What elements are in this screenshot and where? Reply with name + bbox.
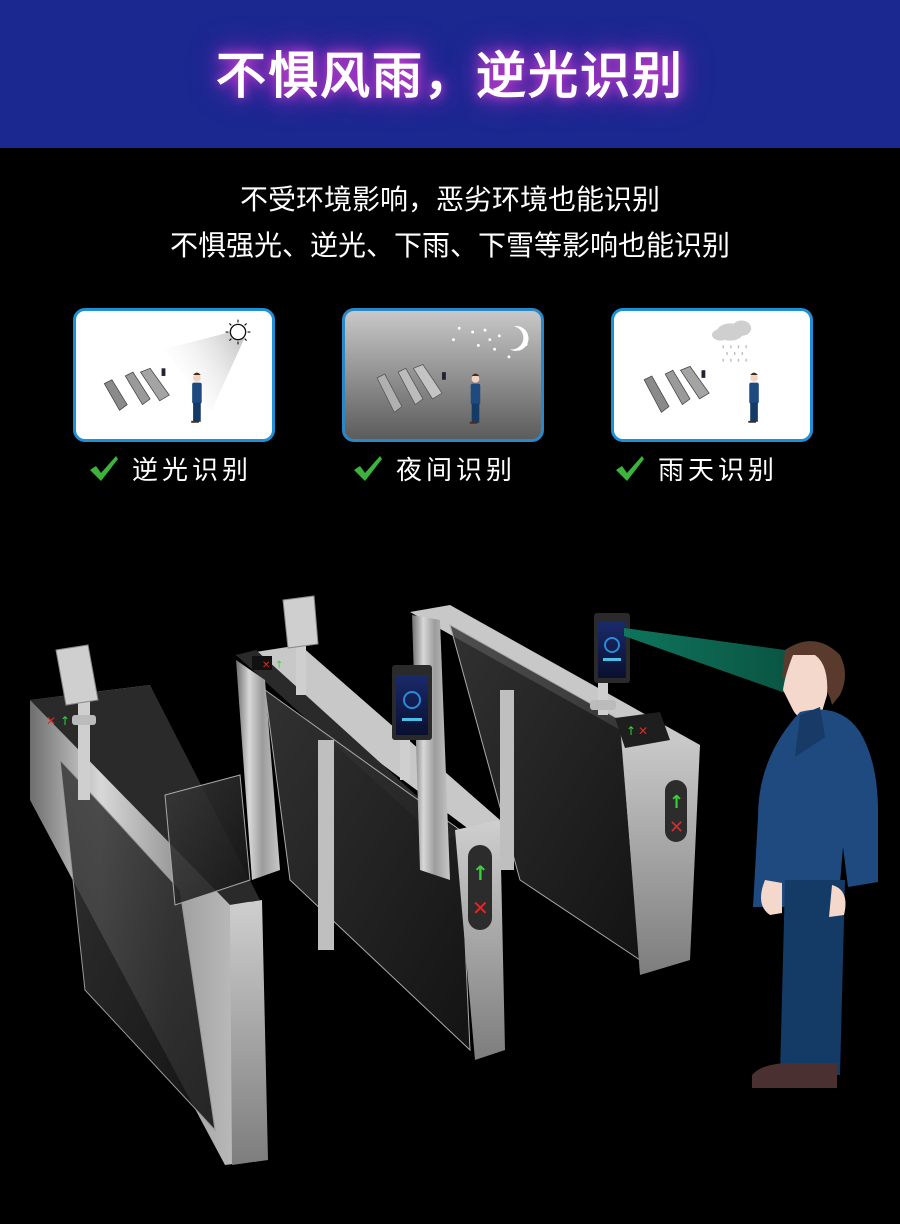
- person-icon: [748, 372, 759, 423]
- person-figure: [752, 641, 878, 1088]
- subtitle-line-1: 不受环境影响，恶劣环境也能识别: [239, 183, 660, 216]
- turnstile-gate-right: ↑ ✕ ↑ ✕: [410, 605, 700, 975]
- svg-text:✕: ✕: [46, 714, 56, 728]
- arrow-up-icon: ↑: [669, 792, 684, 813]
- product-illustration: ✕ ↑ ↑ ✕ ✕ ↑ ↑ ✕ ↑ ✕: [30, 595, 878, 1165]
- mini-turnstiles-icon: [103, 367, 170, 411]
- person-icon: [191, 372, 202, 423]
- scenario-label: 夜间识别: [396, 455, 517, 486]
- backlight-illustration: [103, 319, 251, 423]
- rain-cloud-icon: [712, 320, 752, 362]
- svg-text:✕: ✕: [262, 660, 270, 671]
- scenario-card-backlight: [73, 308, 275, 442]
- svg-text:✕: ✕: [638, 724, 648, 738]
- turnstile-gate-middle: ↑ ✕ ✕ ↑: [236, 595, 505, 1060]
- checkmark-icon: [90, 456, 118, 481]
- scan-beam: [624, 628, 805, 700]
- rain-illustration: [643, 320, 759, 423]
- arrow-up-icon: ↑: [472, 861, 489, 885]
- sun-icon: [225, 319, 251, 345]
- turnstile-gate-left: ✕ ↑: [30, 644, 268, 1165]
- person-icon: [469, 373, 481, 424]
- moon-stars-icon: [452, 326, 529, 359]
- scenario-caption-backlight: 逆光识别: [88, 450, 252, 486]
- page-title: 不惧风雨，逆光识别: [216, 47, 684, 105]
- scenario-caption-night: 夜间识别: [352, 450, 516, 486]
- svg-text:↑: ↑: [275, 660, 283, 671]
- svg-text:↑: ↑: [626, 724, 636, 738]
- scenario-card-night: [342, 308, 544, 442]
- svg-text:↑: ↑: [60, 714, 70, 728]
- header-banner: 不惧风雨，逆光识别: [0, 0, 900, 148]
- subtitle-line-2: 不惧强光、逆光、下雨、下雪等影响也能识别: [169, 229, 730, 262]
- checkmark-icon: [616, 456, 644, 481]
- checkmark-icon: [354, 456, 382, 481]
- night-illustration: [376, 326, 529, 424]
- cross-icon: ✕: [472, 896, 489, 920]
- mini-turnstiles-icon: [643, 365, 710, 413]
- scenario-card-rain: [611, 308, 813, 442]
- mini-turnstiles-icon: [376, 364, 446, 413]
- scenario-caption-rain: 雨天识别: [614, 450, 778, 486]
- cross-icon: ✕: [669, 817, 684, 838]
- face-recognition-terminal: [392, 665, 432, 780]
- scenario-label: 逆光识别: [132, 455, 253, 486]
- scanning-terminal: [594, 613, 805, 700]
- scenario-label: 雨天识别: [658, 455, 779, 486]
